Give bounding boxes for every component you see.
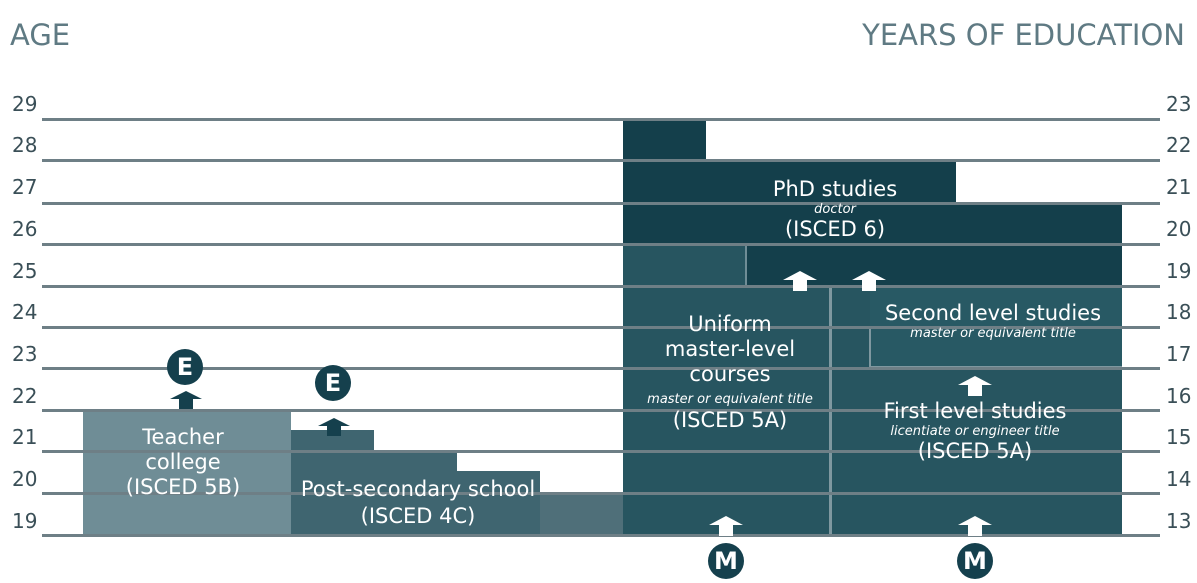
- years-tick: 15: [1166, 425, 1192, 449]
- teacher-college-isced: (ISCED 5B): [125, 474, 241, 499]
- teacher-college-label: Teacher college (ISCED 5B): [83, 425, 283, 499]
- maturity-marker-m-first-level: M: [957, 543, 993, 579]
- years-tick: 16: [1166, 384, 1192, 408]
- years-tick: 14: [1166, 467, 1192, 491]
- second-level-title: Second level studies: [884, 301, 1102, 325]
- post-secondary-block: [291, 430, 374, 536]
- uniform-master-outline-right: [745, 243, 747, 286]
- age-tick: 24: [12, 300, 38, 324]
- post-secondary-isced: (ISCED 4C): [360, 503, 476, 528]
- post-secondary-block-step4: [540, 492, 623, 536]
- first-level-isced: (ISCED 5A): [917, 439, 1033, 464]
- age-tick: 29: [12, 92, 38, 116]
- exam-marker-e-postsecondary: E: [315, 365, 351, 401]
- years-tick: 20: [1166, 217, 1192, 241]
- post-secondary-block-step3: [457, 471, 540, 536]
- age-tick: 23: [12, 342, 38, 366]
- grid-line-22: [42, 409, 1160, 412]
- post-secondary-line1: Post-secondary school: [300, 477, 536, 501]
- grid-line-20: [42, 492, 1160, 495]
- up-arrow-icon: [958, 376, 992, 396]
- teacher-college-line2: college: [145, 449, 221, 474]
- age-tick: 20: [12, 467, 38, 491]
- age-tick: 26: [12, 217, 38, 241]
- first-level-subtitle: licentiate or engineer title: [890, 423, 1060, 439]
- age-tick: 27: [12, 175, 38, 199]
- second-level-label: Second level studies master or equivalen…: [868, 301, 1118, 341]
- uniform-master-line1: Uniform: [688, 312, 772, 336]
- years-tick: 18: [1166, 300, 1192, 324]
- second-level-outline-left: [869, 326, 871, 368]
- second-level-subtitle: master or equivalent title: [910, 325, 1076, 341]
- first-level-title: First level studies: [883, 399, 1067, 423]
- grid-line-27: [42, 202, 1160, 205]
- years-tick: 22: [1166, 133, 1192, 157]
- uniform-master-block: [623, 244, 830, 536]
- phd-isced: (ISCED 6): [784, 217, 886, 242]
- grid-line-21: [42, 450, 1160, 453]
- years-axis-title: YEARS OF EDUCATION: [862, 18, 1185, 52]
- age-tick: 25: [12, 259, 38, 283]
- exam-marker-e-teacher: E: [167, 349, 203, 385]
- grid-line-26: [42, 243, 1160, 246]
- years-tick: 19: [1166, 259, 1192, 283]
- age-tick: 21: [12, 425, 38, 449]
- age-tick: 28: [12, 133, 38, 157]
- grid-line-19: [42, 534, 1160, 537]
- uniform-master-label: Uniform master-level courses master or e…: [630, 312, 830, 432]
- grid-line-23: [42, 367, 1160, 370]
- phd-subtitle: doctor: [814, 201, 856, 217]
- phd-title: PhD studies: [772, 177, 898, 201]
- years-tick: 21: [1166, 175, 1192, 199]
- up-arrow-icon: [709, 516, 743, 536]
- up-arrow-icon: [958, 516, 992, 536]
- age-tick: 19: [12, 509, 38, 533]
- up-arrow-icon: [783, 271, 817, 291]
- post-secondary-label: Post-secondary school (ISCED 4C): [300, 477, 536, 529]
- uniform-master-isced: (ISCED 5A): [672, 407, 788, 432]
- phd-top-step: [623, 120, 706, 160]
- years-tick: 13: [1166, 509, 1192, 533]
- first-level-label: First level studies licentiate or engine…: [850, 399, 1100, 464]
- grid-line-28: [42, 159, 1160, 162]
- grid-line-24: [42, 326, 1160, 329]
- grid-line-29: [42, 118, 1160, 121]
- up-arrow-icon: [170, 391, 202, 409]
- uniform-master-line2: master-level: [664, 336, 796, 361]
- uniform-master-line3: courses: [689, 361, 771, 386]
- grid-line-25: [42, 285, 1160, 288]
- age-tick: 22: [12, 384, 38, 408]
- teacher-college-block: [83, 410, 291, 536]
- teacher-college-line1: Teacher: [142, 425, 224, 449]
- up-arrow-icon: [318, 418, 350, 436]
- years-tick: 17: [1166, 342, 1192, 366]
- phd-label: PhD studies doctor (ISCED 6): [710, 177, 960, 242]
- age-axis-title: AGE: [10, 18, 71, 52]
- years-tick: 23: [1166, 92, 1192, 116]
- maturity-marker-m-uniform: M: [708, 543, 744, 579]
- uniform-master-subtitle: master or equivalent title: [647, 392, 813, 408]
- up-arrow-icon: [852, 271, 886, 291]
- phd-middle-step: [623, 160, 956, 204]
- phd-main-block: [623, 204, 1122, 244]
